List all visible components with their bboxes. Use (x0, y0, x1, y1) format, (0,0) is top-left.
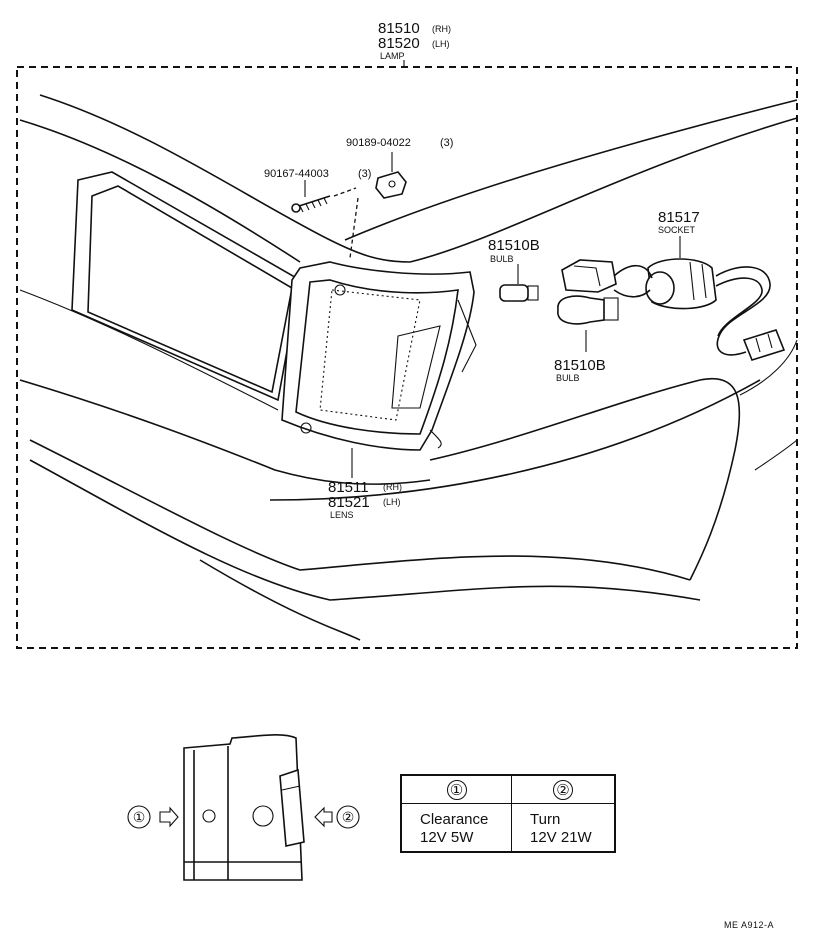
table-cell-clearance: Clearance 12V 5W (402, 804, 512, 851)
large-bulb-icon (557, 295, 619, 325)
nut-icon (349, 171, 407, 259)
lamp-rh-part: 81510 (378, 20, 420, 37)
clearance-label: Clearance (420, 811, 489, 828)
lamp-rh-tag: (RH) (432, 24, 451, 34)
turn-spec: 12V 21W (530, 829, 592, 846)
table-cell-turn: Turn 12V 21W (512, 804, 614, 851)
screw-icon (291, 187, 357, 213)
bulb-top-name: BULB (490, 254, 514, 264)
turn-label: Turn (530, 811, 561, 828)
lens-lh-tag: (LH) (383, 497, 401, 507)
lamp-lens-assembly (281, 261, 477, 451)
lamp-lh-tag: (LH) (432, 39, 450, 49)
bulb-bottom-name: BULB (556, 373, 580, 383)
screw-qty-label: (3) (358, 168, 371, 180)
table-head-1: ① (402, 776, 512, 804)
bulb-spec-table: ① ② Clearance 12V 5W Turn 12V 21W (400, 774, 616, 853)
table-head-2-label: ② (553, 779, 573, 800)
screw-part-label: 90167-44003 (264, 168, 329, 180)
detail-marker-2: ② (314, 805, 360, 829)
lens-name: LENS (330, 510, 354, 520)
bulb-bottom-part: 81510B (554, 357, 606, 374)
bulb-top-part: 81510B (488, 237, 540, 254)
lens-rh-part: 81511 (328, 479, 369, 496)
table-head-2: ② (512, 776, 614, 804)
leader-lines (304, 60, 681, 478)
lens-lh-part: 81521 (328, 494, 370, 511)
socket-part: 81517 (658, 209, 700, 226)
nut-qty-label: (3) (440, 137, 453, 149)
marker-2-label: ② (342, 809, 355, 825)
lens-rh-tag: (RH) (383, 482, 402, 492)
marker-1-label: ① (133, 809, 146, 825)
nut-part-label: 90189-04022 (346, 137, 411, 149)
lamp-detail-view (183, 734, 305, 881)
small-bulb-icon (499, 284, 539, 302)
socket-icon (561, 258, 786, 361)
lamp-lh-part: 81520 (378, 35, 420, 52)
clearance-spec: 12V 5W (420, 829, 474, 846)
reference-code: ME A912-A (724, 920, 775, 930)
headlamp-window (71, 171, 301, 402)
detail-marker-1: ① (127, 805, 179, 829)
diagram-frame (16, 66, 798, 649)
table-head-1-label: ① (446, 779, 467, 800)
car-body-outline (19, 94, 798, 641)
socket-name: SOCKET (658, 225, 696, 235)
lamp-name: LAMP (380, 51, 405, 61)
